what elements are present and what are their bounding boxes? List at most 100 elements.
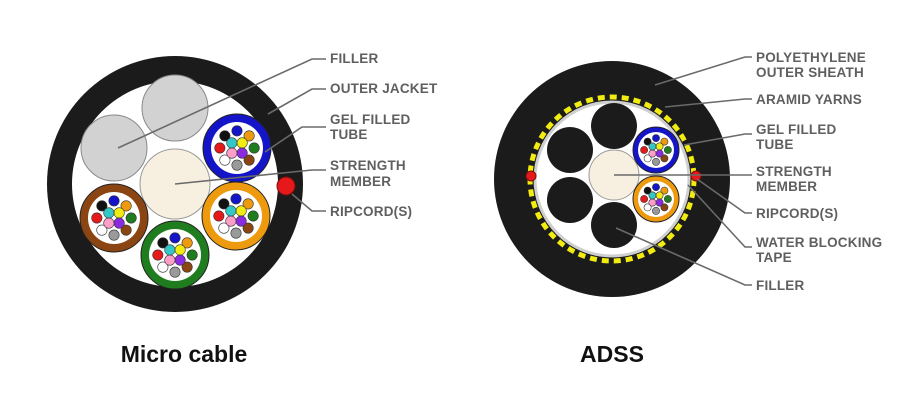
micro-tube-orange xyxy=(201,181,271,251)
fiber xyxy=(663,146,672,154)
fiber xyxy=(120,224,132,236)
fiber xyxy=(108,229,120,241)
adss-label-water-line1: WATER BLOCKING xyxy=(756,235,882,250)
fiber xyxy=(236,147,248,159)
adss-filler xyxy=(591,202,637,248)
fiber xyxy=(164,244,176,256)
fiber xyxy=(640,195,649,203)
fiber xyxy=(652,157,660,166)
micro-label-ripcord: RIPCORD(S) xyxy=(330,204,412,219)
adss-ripcord-leader xyxy=(696,178,752,214)
fiber xyxy=(640,146,649,154)
micro-ripcord xyxy=(276,176,296,196)
fiber xyxy=(655,198,664,207)
adss-aramid-leader xyxy=(664,98,752,108)
adss-label-aramid: ARAMID YARNS xyxy=(756,92,862,107)
adss-tube-orange xyxy=(632,175,680,223)
fiber xyxy=(231,125,243,137)
adss-water-tape-leader xyxy=(687,184,752,248)
adss-label-ripcord: RIPCORD(S) xyxy=(756,206,838,221)
adss-label-sheath-line1: POLYETHYLENE xyxy=(756,50,866,65)
fiber xyxy=(235,215,247,227)
adss-gel-tube-leader xyxy=(683,133,752,146)
micro-tube-brown xyxy=(79,183,149,253)
fiber xyxy=(225,205,237,217)
fiber xyxy=(219,154,231,166)
micro-filler-leader xyxy=(117,58,326,149)
fiber xyxy=(652,134,660,143)
fiber xyxy=(242,198,254,210)
fiber xyxy=(652,183,660,192)
adss-labels: POLYETHYLENE OUTER SHEATH ARAMID YARNS G… xyxy=(756,50,882,293)
fiber xyxy=(643,137,652,146)
adss-label-gel-tube-line1: GEL FILLED xyxy=(756,122,837,137)
fiber xyxy=(648,191,657,200)
micro-strength-member-leader xyxy=(174,169,326,185)
fiber xyxy=(226,147,238,159)
adss-filler xyxy=(591,103,637,149)
fiber xyxy=(186,249,198,261)
micro-label-strength-line1: STRENGTH xyxy=(330,158,406,173)
adss-loose-tubes xyxy=(632,126,680,223)
fiber xyxy=(214,142,226,154)
fiber xyxy=(230,193,242,205)
fiber xyxy=(655,142,664,151)
fiber xyxy=(219,130,231,142)
fiber xyxy=(96,200,108,212)
fiber xyxy=(96,224,108,236)
fiber xyxy=(248,142,260,154)
fiber xyxy=(648,198,657,207)
fiber xyxy=(236,137,248,149)
adss-filler-leader xyxy=(615,227,752,286)
fiber xyxy=(169,232,181,244)
fiber xyxy=(225,215,237,227)
fiber xyxy=(663,195,672,203)
micro-gel-tube-leader xyxy=(264,126,326,153)
micro-labels: FILLER OUTER JACKET GEL FILLED TUBE STRE… xyxy=(330,51,438,219)
adss-label-filler: FILLER xyxy=(756,278,804,293)
micro-tube-green xyxy=(140,220,210,290)
fiber xyxy=(660,154,669,163)
micro-cable-diagram xyxy=(47,56,303,312)
fiber xyxy=(231,159,243,171)
adss-ripcord-left xyxy=(525,170,537,182)
micro-label-filler: FILLER xyxy=(330,51,378,66)
fiber xyxy=(157,237,169,249)
fiber xyxy=(174,254,186,266)
fiber xyxy=(648,142,657,151)
micro-label-gel-tube-line1: GEL FILLED xyxy=(330,112,411,127)
fiber xyxy=(103,217,115,229)
fiber xyxy=(181,261,193,273)
micro-filler-2 xyxy=(141,74,209,142)
fiber xyxy=(103,207,115,219)
fiber xyxy=(113,207,125,219)
fiber xyxy=(218,222,230,234)
micro-label-outer-jacket: OUTER JACKET xyxy=(330,81,438,96)
adss-label-strength-line2: MEMBER xyxy=(756,179,817,194)
fiber xyxy=(226,137,238,149)
fiber xyxy=(655,191,664,200)
fiber xyxy=(643,203,652,212)
fiber xyxy=(125,212,137,224)
adss-label-gel-tube-line2: TUBE xyxy=(756,137,794,152)
fiber xyxy=(181,237,193,249)
fiber xyxy=(660,186,669,195)
fiber xyxy=(230,227,242,239)
fiber xyxy=(247,210,259,222)
micro-label-strength-line2: MEMBER xyxy=(330,174,391,189)
fiber xyxy=(652,206,660,215)
micro-outer-jacket-leader xyxy=(267,88,326,115)
fiber xyxy=(152,249,164,261)
micro-filler-1 xyxy=(80,114,148,182)
adss-leader-lines xyxy=(614,56,752,286)
micro-label-gel-tube-line2: TUBE xyxy=(330,127,368,142)
fiber xyxy=(643,186,652,195)
fiber xyxy=(91,212,103,224)
micro-caption: Micro cable xyxy=(121,341,248,367)
fiber xyxy=(660,203,669,212)
micro-loose-tubes xyxy=(79,113,272,290)
fiber xyxy=(213,210,225,222)
adss-label-strength-line1: STRENGTH xyxy=(756,164,832,179)
fiber xyxy=(648,149,657,158)
micro-ripcord-leader xyxy=(291,193,326,212)
